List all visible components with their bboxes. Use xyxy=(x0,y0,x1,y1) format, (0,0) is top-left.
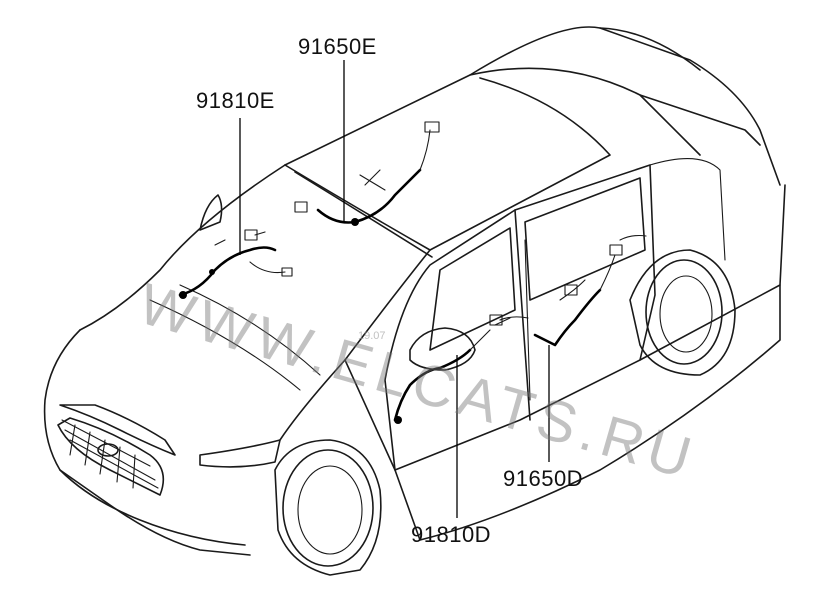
label-91650E: 91650E xyxy=(298,34,377,59)
label-91810E: 91810E xyxy=(196,88,275,113)
harness-91650D xyxy=(533,244,623,347)
logo-emblem xyxy=(97,443,119,457)
grille-mesh xyxy=(61,419,159,489)
harness-91650E xyxy=(294,121,440,226)
watermark-small: 19.07 xyxy=(358,330,386,342)
label-91810D: 91810D xyxy=(411,522,492,547)
leader-lines xyxy=(239,60,550,518)
car-body xyxy=(43,26,786,576)
label-91650D: 91650D xyxy=(503,466,584,491)
harness-91810E xyxy=(178,229,293,299)
